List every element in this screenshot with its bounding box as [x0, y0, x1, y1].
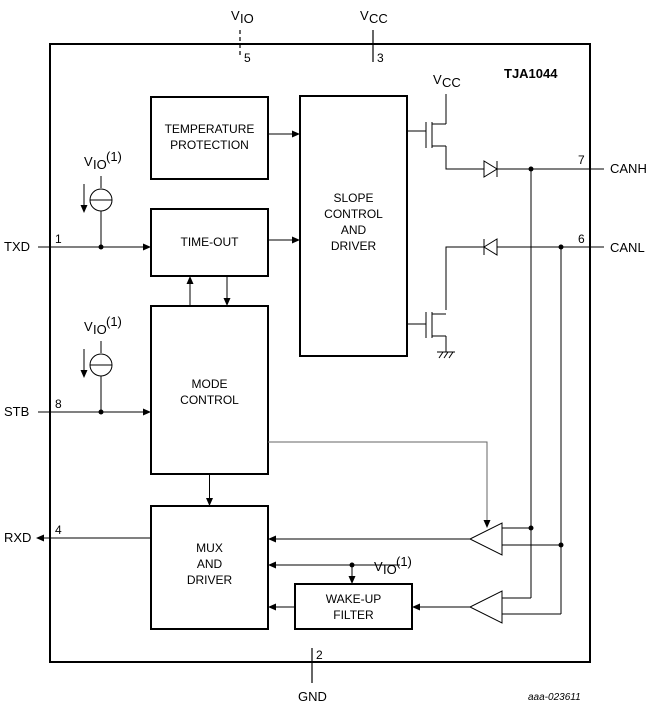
pin-txd: TXD 1	[4, 232, 151, 254]
block-time-out: TIME-OUT	[150, 208, 269, 277]
current-source-stb: V IO (1)	[80, 314, 122, 415]
current-source-txd-note: (1)	[106, 149, 122, 164]
temperature-protection-line-2: PROTECTION	[170, 138, 249, 152]
pin-vcc: V CC 3	[360, 8, 388, 65]
transistor-vcc-sub: CC	[442, 75, 461, 90]
mode-control-line-1: MODE	[192, 377, 228, 391]
connection-timeout-to-mode	[223, 276, 231, 306]
transistor-vcc-v: V	[433, 72, 442, 87]
low-side-transistor	[407, 246, 484, 359]
time-out-label: TIME-OUT	[181, 235, 240, 249]
low-power-receiver	[412, 588, 561, 624]
block-temperature-protection: TEMPERATURE PROTECTION	[150, 96, 269, 180]
diode-canh	[483, 160, 500, 178]
pin-stb: STB 8	[4, 397, 151, 419]
vio-feed-sub: IO	[383, 562, 397, 577]
chip-outline	[49, 43, 591, 663]
block-mux-driver: MUX AND DRIVER	[150, 505, 269, 630]
mode-control-line-2: CONTROL	[180, 393, 239, 407]
pin-vio: V IO 5	[231, 8, 254, 65]
pin-vcc-number: 3	[377, 51, 384, 65]
figure-id: aaa-023611	[528, 692, 581, 703]
high-side-transistor: V CC	[407, 72, 484, 170]
slope-control-line-3: AND	[341, 223, 367, 237]
vio-feed-v: V	[374, 559, 383, 574]
normal-receiver	[268, 522, 561, 556]
pin-vcc-sub: CC	[369, 11, 388, 26]
pin-vcc-label: V	[360, 8, 369, 23]
pin-vio-number: 5	[244, 51, 251, 65]
pin-canh-label: CANH	[610, 161, 647, 176]
current-source-stb-sub: IO	[93, 322, 107, 337]
current-source-txd-sub: IO	[93, 157, 107, 172]
block-slope-control-driver: SLOPE CONTROL AND DRIVER	[299, 95, 408, 357]
mux-driver-line-2: AND	[197, 557, 223, 571]
diode-canl	[483, 238, 500, 256]
bus-taps	[528, 166, 564, 614]
connection-wakeup-to-mux	[268, 603, 295, 611]
wake-up-filter-line-2: FILTER	[333, 608, 374, 622]
slope-control-line-2: CONTROL	[324, 207, 383, 221]
block-wake-up-filter: WAKE-UP FILTER	[294, 583, 413, 630]
current-source-stb-v: V	[84, 319, 93, 334]
mux-driver-line-1: MUX	[196, 541, 223, 555]
pin-rxd: RXD 4	[4, 523, 151, 545]
pin-canl-number: 6	[578, 232, 585, 246]
block-mode-control: MODE CONTROL	[150, 305, 269, 475]
pin-canh: CANH 7	[500, 153, 647, 176]
connection-temp-to-slope	[268, 130, 300, 138]
vio-feed-wakeup: V IO (1)	[268, 554, 412, 584]
slope-control-line-4: DRIVER	[331, 239, 377, 253]
mux-driver-line-3: DRIVER	[187, 573, 233, 587]
pin-stb-label: STB	[4, 404, 29, 419]
current-source-txd: V IO (1)	[80, 149, 122, 250]
slope-control-line-1: SLOPE	[333, 191, 373, 205]
connection-mode-to-timeout	[186, 276, 194, 306]
wake-up-filter-line-1: WAKE-UP	[326, 592, 382, 606]
pin-stb-number: 8	[55, 397, 62, 411]
pin-txd-number: 1	[55, 232, 62, 246]
pin-txd-label: TXD	[4, 239, 30, 254]
chip-name: TJA1044	[504, 66, 558, 81]
connection-mode-to-mux	[206, 474, 213, 506]
connection-timeout-to-slope	[268, 236, 300, 244]
connection-mode-to-receiver	[268, 441, 491, 528]
pin-vio-label: V	[231, 8, 240, 23]
vio-feed-note: (1)	[396, 554, 412, 569]
pin-vio-sub: IO	[240, 11, 254, 26]
pin-rxd-number: 4	[55, 523, 62, 537]
pin-canh-number: 7	[578, 153, 585, 167]
pin-gnd-number: 2	[316, 648, 323, 662]
pin-gnd-label: GND	[298, 689, 327, 704]
pin-gnd: 2 GND	[298, 648, 327, 704]
current-source-txd-v: V	[84, 154, 93, 169]
pin-rxd-label: RXD	[4, 530, 31, 545]
temperature-protection-line-1: TEMPERATURE	[165, 122, 255, 136]
pin-canl: CANL 6	[500, 232, 645, 255]
pin-canl-label: CANL	[610, 240, 645, 255]
current-source-stb-note: (1)	[106, 314, 122, 329]
